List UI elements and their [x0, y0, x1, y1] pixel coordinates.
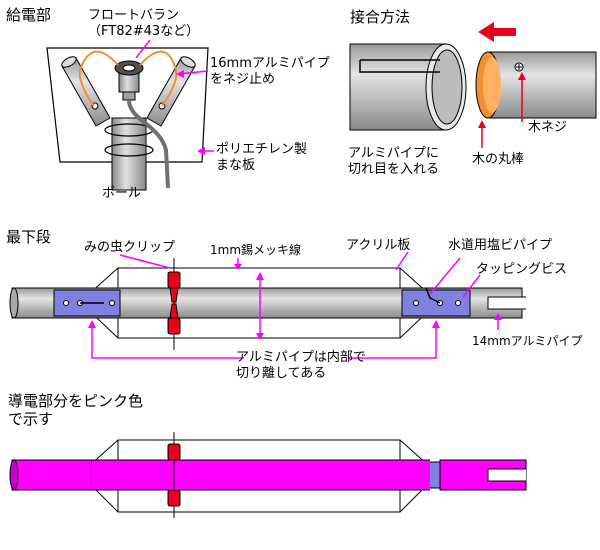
feed-section [46, 39, 214, 191]
section-title-joint: 接合方法 [350, 8, 411, 26]
label-pvc-pipe: 水道用塩ビパイプ [448, 238, 553, 253]
label-alu-14mm: 14mmアルミパイプ [472, 334, 583, 348]
conductive-pipe-left [11, 459, 93, 491]
pipe-end-slit [487, 296, 526, 310]
joint-section [349, 22, 597, 148]
coax-cable [127, 99, 170, 189]
label-tapping-screw: タッピングビス [476, 262, 568, 277]
label-pole: ポール [102, 186, 142, 201]
balun-wire-left [78, 50, 119, 107]
section-title-bottom: 最下段 [6, 228, 52, 246]
conductive-pipe-main [92, 460, 430, 490]
inner-wire-right [425, 287, 441, 304]
label-clip: みの虫クリップ [84, 240, 176, 255]
leader-balun [135, 39, 151, 59]
label-slit: アルミパイプに 切れ目を入れる [348, 146, 440, 177]
bottom-leader-arrowheads [88, 264, 502, 340]
tapping-screws [63, 300, 461, 306]
bottom-leaders [91, 251, 499, 359]
balun-wire-right [139, 50, 178, 107]
bottom-section [9, 251, 526, 359]
label-wood-rod: 木の丸棒 [472, 152, 525, 167]
label-tinned-wire: 1mm錫メッキ線 [210, 243, 302, 257]
label-internal-cut: アルミパイプは内部で 切り離してある [236, 350, 366, 381]
push-direction-arrow [478, 22, 516, 42]
label-poly-plate: ポリエチレン製 まな板 [216, 142, 308, 173]
section-title-feed: 給電部 [6, 6, 52, 24]
label-acrylic: アクリル板 [346, 238, 411, 253]
joint-slit [359, 59, 440, 73]
label-alu-pipe-screw: 16mmアルミパイプ をネジ止め [210, 56, 330, 87]
polyethylene-board [46, 47, 209, 163]
label-float-balun: フロートバラン （FT82#43など） [88, 8, 200, 39]
pole [111, 117, 147, 191]
section-title-conductive: 導電部分をピンク色 で示す [8, 392, 144, 428]
alligator-clip-2 [167, 443, 181, 507]
pole-clamp-2 [104, 143, 154, 157]
conductive-section [9, 432, 527, 518]
alligator-clip [167, 271, 181, 335]
label-wood-screw: 木ネジ [528, 120, 568, 135]
joint-right-pipe [489, 51, 597, 119]
